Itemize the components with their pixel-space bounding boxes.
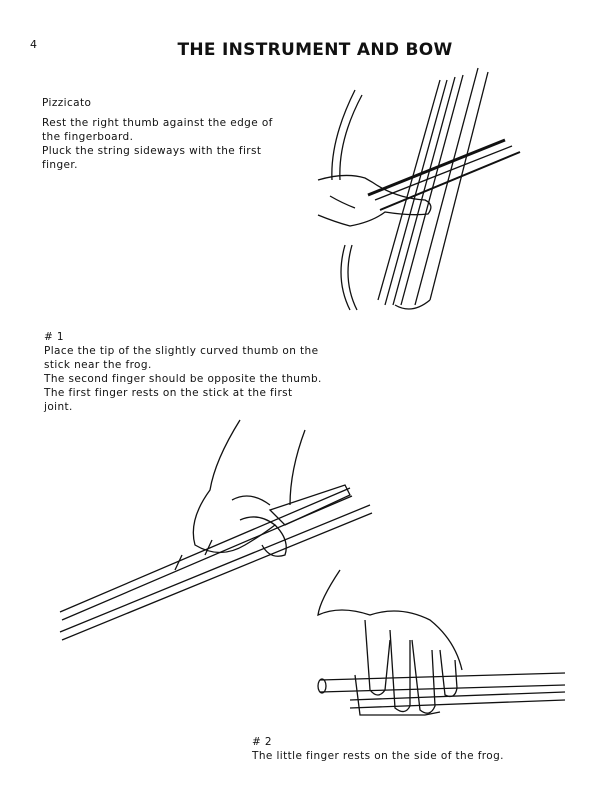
pizzicato-section: Pizzicato Rest the right thumb against t… — [42, 96, 277, 172]
section-1-line: The second finger should be opposite the… — [44, 373, 322, 385]
section-1-number: # 1 — [44, 331, 65, 343]
pizzicato-line: Rest the right thumb against the edge of… — [42, 117, 273, 143]
section-2-line: The little finger rests on the side of t… — [252, 750, 504, 762]
section-2: # 2 The little finger rests on the side … — [252, 735, 552, 763]
section-1-line: Place the tip of the slightly curved thu… — [44, 345, 319, 371]
section-1: # 1 Place the tip of the slightly curved… — [44, 330, 324, 414]
bow-hold-1-illustration — [59, 419, 373, 641]
bow-hold-2-illustration — [317, 569, 566, 716]
page-number: 4 — [30, 38, 37, 51]
pizzicato-line: Pluck the string sideways with the first… — [42, 145, 262, 171]
pizzicato-heading: Pizzicato — [42, 97, 92, 109]
section-2-number: # 2 — [252, 736, 273, 748]
page-title: THE INSTRUMENT AND BOW — [177, 40, 453, 60]
section-1-line: The first finger rests on the stick at t… — [44, 387, 293, 413]
pizzicato-illustration — [317, 67, 521, 311]
